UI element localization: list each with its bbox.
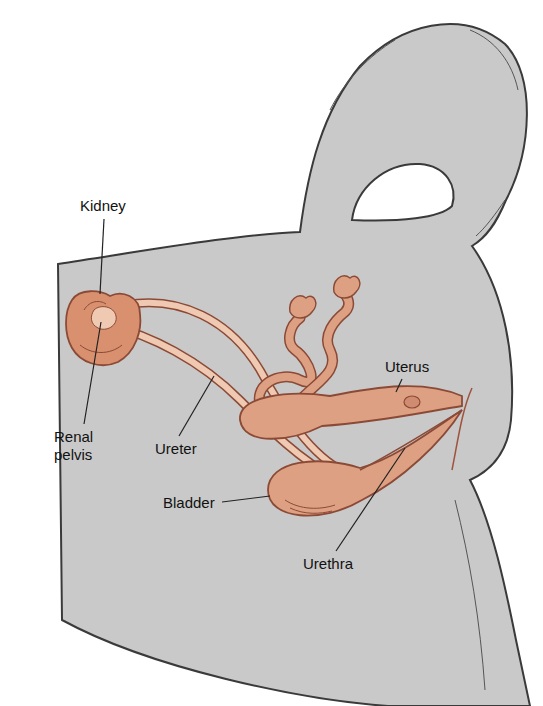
tail-gap [352,164,454,221]
uterine-horns [259,292,348,410]
part-label: Kidney [80,197,126,215]
bladder [268,410,462,516]
renal-pelvis [91,307,116,330]
kidney [66,291,140,365]
bladder-shading [285,500,335,513]
ovary [290,296,316,318]
part-label: Ureter [155,440,197,458]
fur-lines [330,30,518,236]
part-label: Bladder [163,494,215,512]
part-label: Urethra [303,555,353,573]
part-label: Renal pelvis [54,428,114,464]
ovary [334,276,360,298]
cat-body [58,24,530,706]
leader-lines [84,219,405,551]
urethra [360,410,462,470]
kidney-lobe [80,302,122,353]
part-label: Uterus [385,358,429,376]
cervix [404,396,420,408]
thigh-line [455,500,485,690]
